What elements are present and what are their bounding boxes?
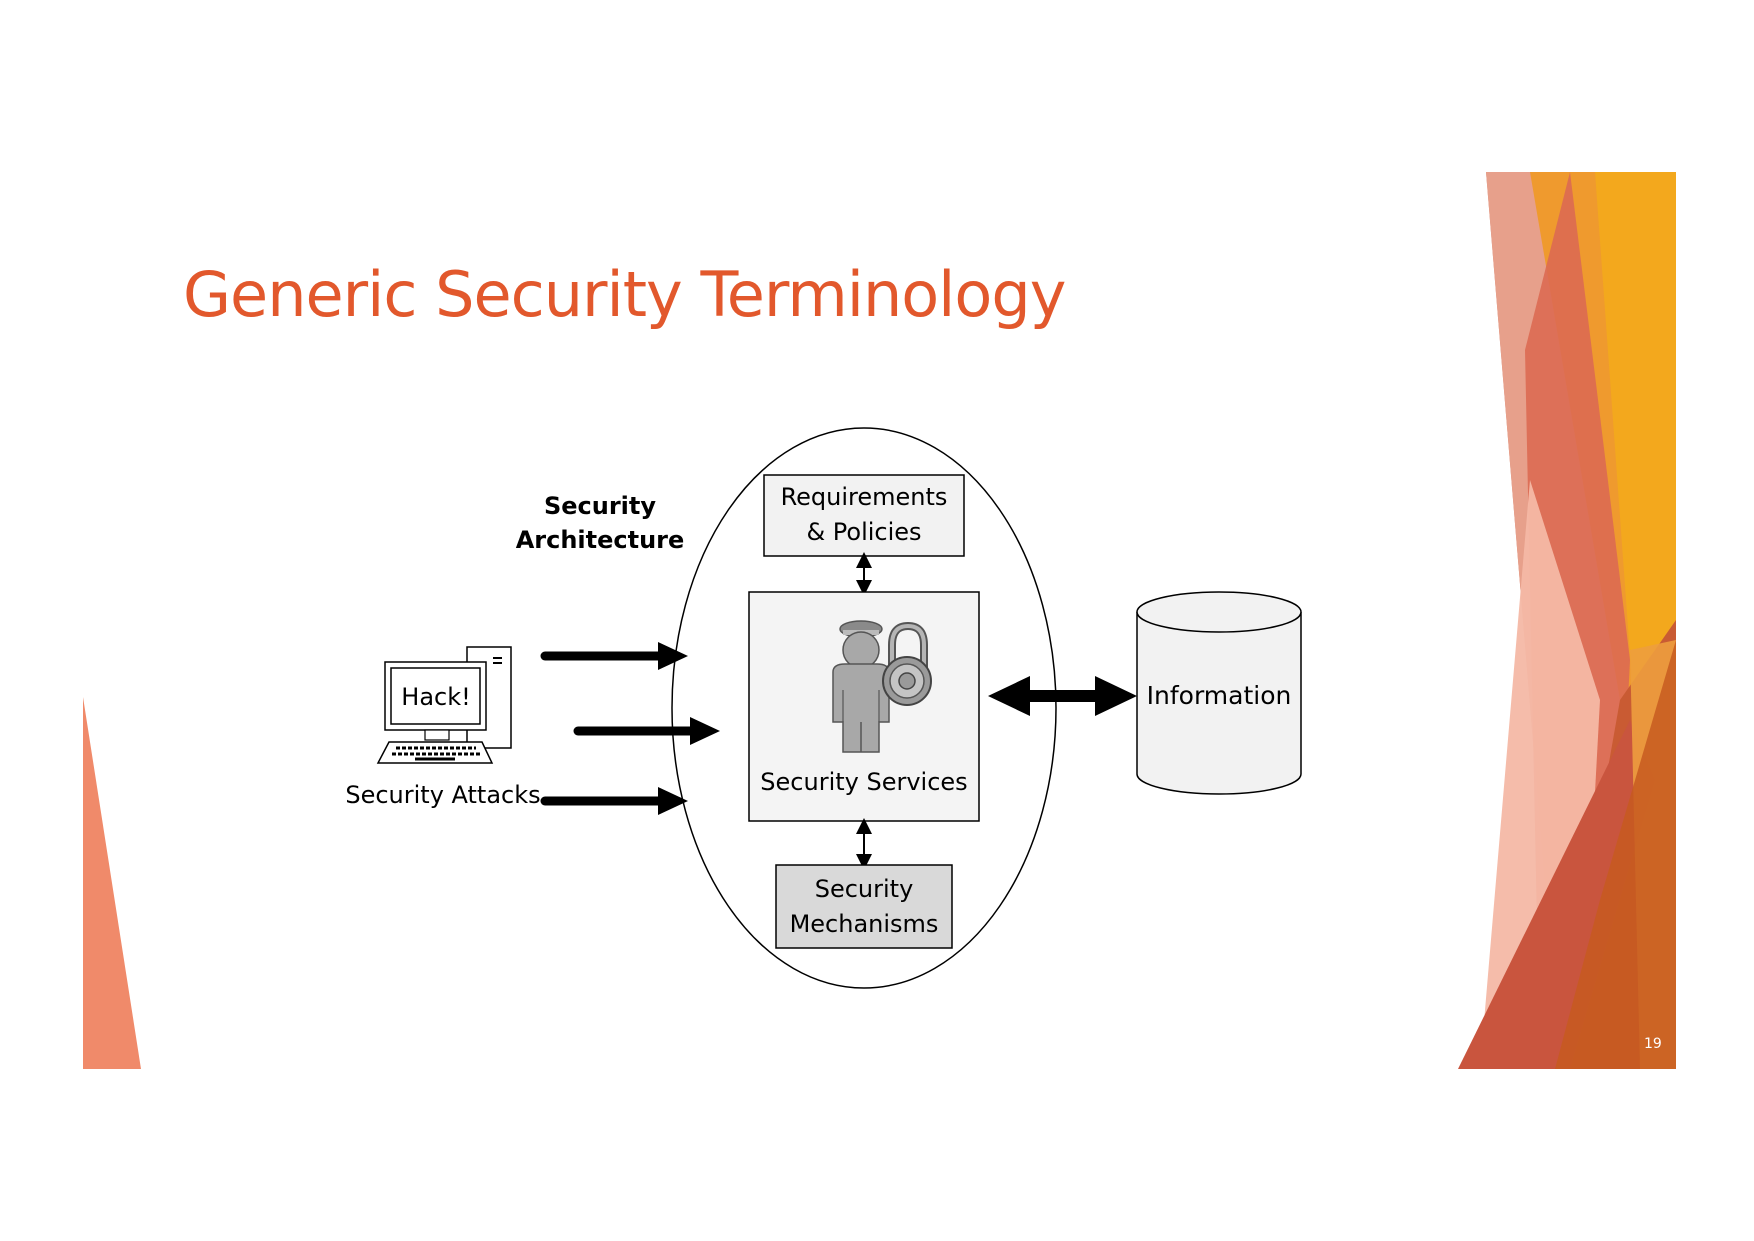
right-accent-shape-8 <box>1458 720 1655 1069</box>
page-number: 19 <box>1644 1036 1662 1052</box>
mechanisms-label-line1: Security <box>815 875 914 903</box>
services-information-double-arrow <box>988 676 1137 716</box>
right-accent-shape-10 <box>1555 640 1676 1069</box>
mechanisms-box <box>775 864 953 949</box>
guard-icon <box>832 620 890 753</box>
architecture-label-line1: Security <box>544 492 656 520</box>
attack-arrow-bottom <box>540 787 688 815</box>
slide-title: Generic Security Terminology <box>183 258 1066 331</box>
left-accent-triangle <box>83 697 141 1069</box>
information-label: Information <box>1147 681 1292 710</box>
requirements-label-line1: Requirements <box>781 483 948 511</box>
mechanisms-label-line2: Mechanisms <box>790 910 939 938</box>
requirements-box <box>763 474 965 557</box>
architecture-label-line2: Architecture <box>516 526 685 554</box>
information-database <box>1136 591 1302 795</box>
security-architecture-ellipse <box>671 427 1057 989</box>
services-label: Security Services <box>760 768 967 796</box>
padlock-icon <box>882 621 932 706</box>
computer-icon <box>376 646 512 764</box>
attacks-label: Security Attacks <box>345 781 540 809</box>
attack-arrow-top <box>540 642 688 670</box>
attack-arrow-middle <box>573 717 720 745</box>
hack-label: Hack! <box>401 683 470 711</box>
requirements-label-line2: & Policies <box>806 518 921 546</box>
